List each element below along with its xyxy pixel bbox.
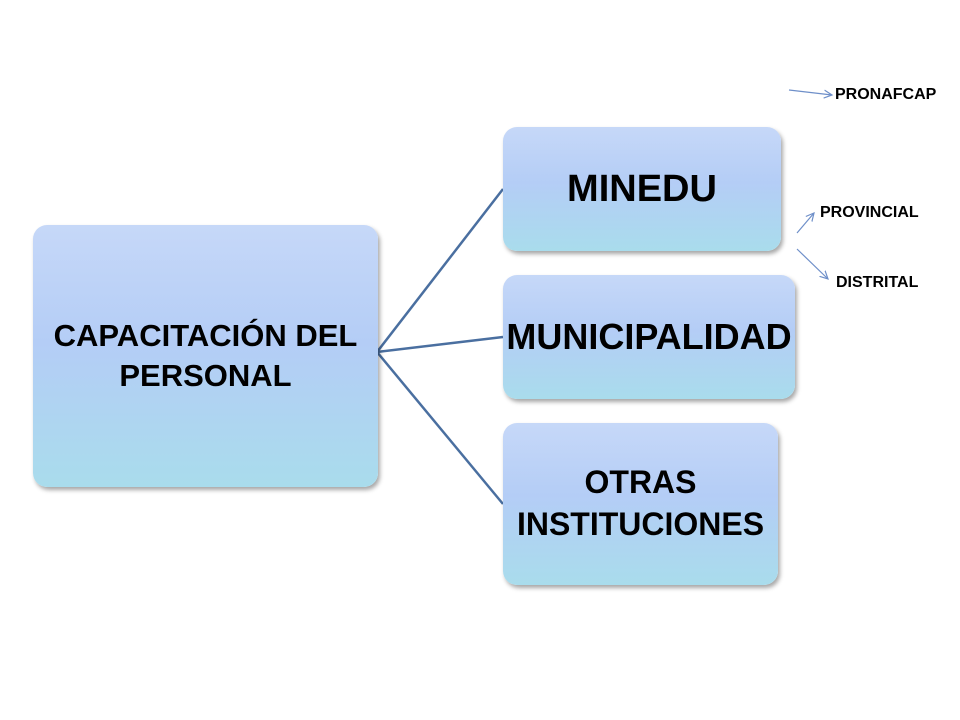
child-node-label: OTRAS INSTITUCIONES bbox=[516, 464, 765, 542]
child-node-label: MINEDU bbox=[567, 167, 717, 210]
connector-otras bbox=[376, 351, 504, 505]
label-provincial: PROVINCIAL bbox=[820, 204, 919, 221]
arrow-distrital bbox=[796, 248, 828, 279]
child-node-municipalidad: MUNICIPALIDAD bbox=[503, 275, 795, 399]
label-pronafcap: PRONAFCAP bbox=[835, 86, 937, 103]
child-node-otras-instituciones: OTRAS INSTITUCIONES bbox=[503, 423, 778, 585]
root-node-capacitacion: CAPACITACIÓN DEL PERSONAL bbox=[33, 225, 378, 487]
root-node-label: CAPACITACIÓN DEL PERSONAL bbox=[53, 317, 358, 393]
connector-municipalidad bbox=[376, 335, 504, 354]
connector-minedu bbox=[376, 188, 504, 353]
label-distrital: DISTRITAL bbox=[836, 274, 919, 291]
arrow-provincial bbox=[796, 213, 814, 234]
child-node-label: MUNICIPALIDAD bbox=[506, 316, 792, 357]
arrow-pronafcap bbox=[788, 89, 832, 95]
child-node-minedu: MINEDU bbox=[503, 127, 781, 251]
